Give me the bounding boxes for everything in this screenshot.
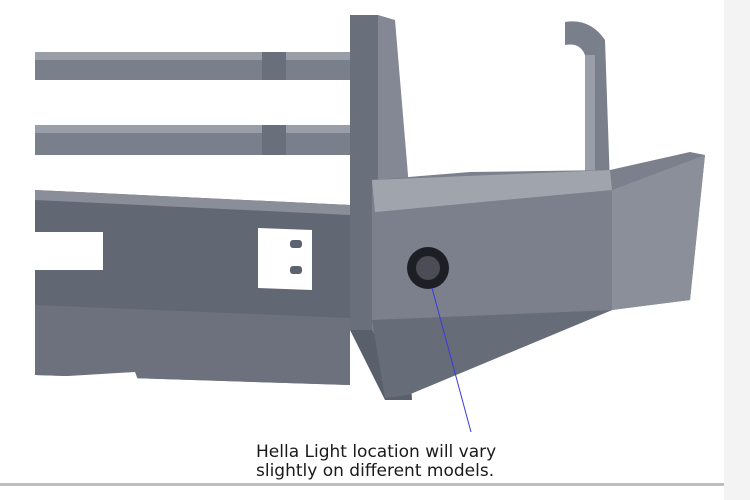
leader-line bbox=[431, 287, 472, 433]
upper-rail bbox=[35, 52, 355, 80]
caption-line-2: slightly on different models. bbox=[256, 461, 495, 481]
bumper-cad-render bbox=[35, 15, 705, 433]
middle-rail bbox=[35, 125, 355, 155]
hella-light bbox=[407, 247, 449, 289]
plate-cutout bbox=[258, 228, 312, 290]
bottom-rule bbox=[0, 483, 724, 486]
caption: Hella Light location will vary slightly … bbox=[256, 443, 496, 481]
bumper-face bbox=[35, 190, 350, 388]
bumper-wing bbox=[372, 152, 705, 398]
side-margin bbox=[724, 0, 750, 500]
hoop-tube bbox=[565, 21, 610, 186]
caption-line-1: Hella Light location will vary bbox=[256, 442, 497, 462]
slot-cutout bbox=[35, 232, 103, 270]
